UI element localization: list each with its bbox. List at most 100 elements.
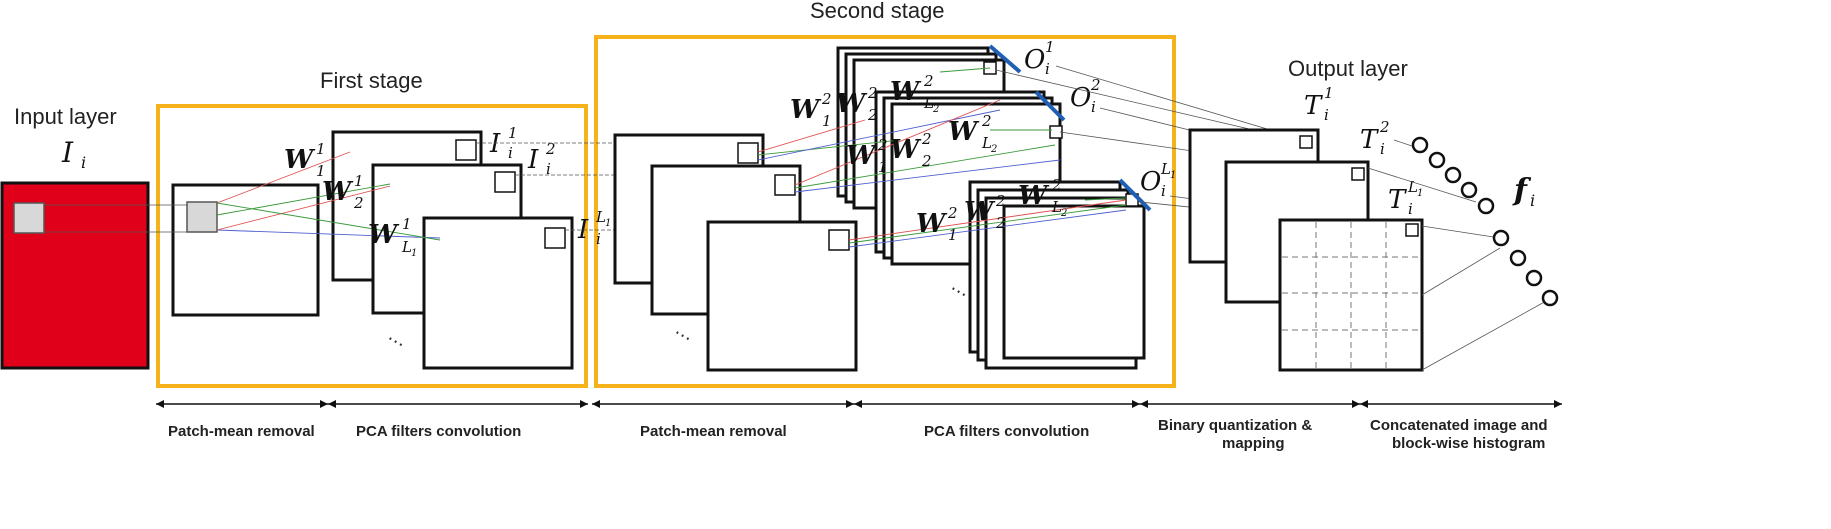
output-patch	[1405, 223, 1419, 237]
range-arrowheads	[156, 400, 1562, 408]
caption-patch-mean-removal-1: Patch-mean removal	[168, 423, 315, 440]
svg-text:W: W	[890, 135, 922, 165]
caption-pca-filters-2: PCA filters convolution	[924, 423, 1089, 440]
svg-text:T: T	[1360, 125, 1379, 155]
svg-text:i: i	[1324, 106, 1329, 124]
filter-label-W21: W 1 2	[322, 172, 364, 212]
caption-pca-filters-1: PCA filters convolution	[356, 423, 521, 440]
svg-text:2: 2	[990, 144, 997, 155]
svg-text:i: i	[596, 230, 601, 248]
block-grid	[1282, 222, 1420, 368]
svg-text:L: L	[981, 134, 992, 152]
filter-line-green	[1084, 197, 1127, 201]
filter-line-blue	[848, 209, 1127, 248]
feature-label-I1: I 1 i	[489, 124, 518, 162]
svg-text:W: W	[790, 95, 822, 125]
svg-text:i: i	[1408, 200, 1413, 218]
filter-line-blue	[794, 159, 1061, 193]
second-stage-box	[594, 35, 1176, 388]
svg-text:1: 1	[316, 162, 326, 180]
svg-text:1: 1	[354, 172, 364, 190]
filter-label-WL11: W 1 L 1	[368, 215, 417, 259]
filter-label-WL22-b: W 2 L 2	[948, 112, 997, 155]
svg-text:I: I	[489, 129, 501, 159]
svg-text:L: L	[401, 238, 412, 256]
svg-text:f: f	[1512, 173, 1532, 208]
output-patch	[737, 142, 759, 164]
svg-text:O: O	[1070, 83, 1091, 113]
svg-text:W: W	[846, 141, 878, 171]
svg-text:2: 2	[981, 112, 992, 130]
filter-label-W22-c: W 2 2	[964, 192, 1006, 232]
svg-text:W: W	[368, 220, 400, 250]
output-patch	[774, 174, 796, 196]
svg-text:1: 1	[822, 112, 832, 130]
caption-patch-mean-removal-2: Patch-mean removal	[640, 423, 787, 440]
filter-label-W12-c: W 2 1	[916, 204, 958, 244]
first-stage-box	[156, 104, 588, 388]
svg-text:2: 2	[921, 152, 932, 170]
link-line	[1393, 139, 1413, 147]
output-label-TL1: T L 1 i	[1388, 178, 1423, 218]
link-line	[1421, 299, 1549, 371]
svg-text:2: 2	[923, 72, 934, 90]
filter-line-green	[794, 144, 1056, 189]
svg-text:1: 1	[316, 140, 326, 158]
svg-text:1: 1	[1324, 84, 1334, 102]
output-patch	[1299, 135, 1313, 149]
output-label-OL1: O L 1 i	[1140, 160, 1176, 200]
svg-text:i: i	[1091, 98, 1096, 116]
svg-text:i: i	[81, 153, 86, 172]
filter-line-red	[216, 151, 351, 204]
svg-text:2: 2	[867, 84, 878, 102]
input-patch	[13, 202, 45, 234]
caption-binary-quantization-line2: mapping	[1222, 435, 1285, 452]
first-stage-title: First stage	[320, 68, 423, 93]
output-label-O1: O 1 i	[1024, 38, 1055, 78]
svg-text:1: 1	[1045, 38, 1055, 56]
svg-text:i: i	[508, 144, 513, 162]
filter-label-W12-b: W 2 1	[846, 136, 888, 176]
svg-text:1: 1	[508, 124, 518, 142]
svg-text:1: 1	[948, 226, 958, 244]
svg-text:W: W	[964, 197, 996, 227]
svg-text:2: 2	[995, 214, 1006, 232]
filter-label-W12: W 2 1	[790, 90, 832, 130]
feature-vector-label: f i	[1512, 173, 1535, 210]
output-label-T2: T 2 i	[1360, 118, 1390, 158]
svg-text:2: 2	[1379, 118, 1390, 136]
filter-line-red	[794, 99, 1001, 186]
svg-text:L: L	[595, 208, 606, 226]
svg-text:2: 2	[1060, 208, 1067, 219]
svg-text:i: i	[1161, 182, 1166, 200]
filter-line-red	[848, 199, 1127, 241]
svg-text:L: L	[1160, 160, 1171, 178]
svg-text:2: 2	[867, 106, 878, 124]
link-line	[1367, 167, 1477, 203]
svg-text:2: 2	[353, 194, 364, 212]
svg-text:i: i	[1530, 191, 1535, 210]
output-patch	[828, 229, 850, 251]
ellipsis: ⋯	[670, 322, 696, 349]
svg-text:W: W	[836, 89, 868, 119]
filter-label-WL22: W 2 L 2	[890, 72, 939, 115]
blue-arrow-2	[1034, 90, 1066, 122]
svg-text:2: 2	[877, 136, 888, 154]
mean-removed-image	[171, 183, 320, 317]
svg-text:W: W	[1018, 181, 1050, 211]
filter-line-red	[757, 119, 866, 153]
svg-text:2: 2	[947, 204, 958, 222]
svg-text:2: 2	[1051, 176, 1062, 194]
link-line	[1055, 65, 1305, 141]
filter-label-WL22-c: W 2 L 2	[1018, 176, 1067, 219]
svg-text:W: W	[948, 117, 980, 147]
svg-text:L: L	[923, 94, 934, 112]
svg-text:L: L	[1407, 178, 1418, 196]
output-label-O2: O 2 i	[1070, 76, 1101, 116]
svg-text:1: 1	[605, 218, 611, 229]
svg-text:2: 2	[821, 90, 832, 108]
filter-line-red	[216, 185, 391, 231]
svg-text:1: 1	[1417, 188, 1423, 199]
svg-text:1: 1	[402, 215, 412, 233]
